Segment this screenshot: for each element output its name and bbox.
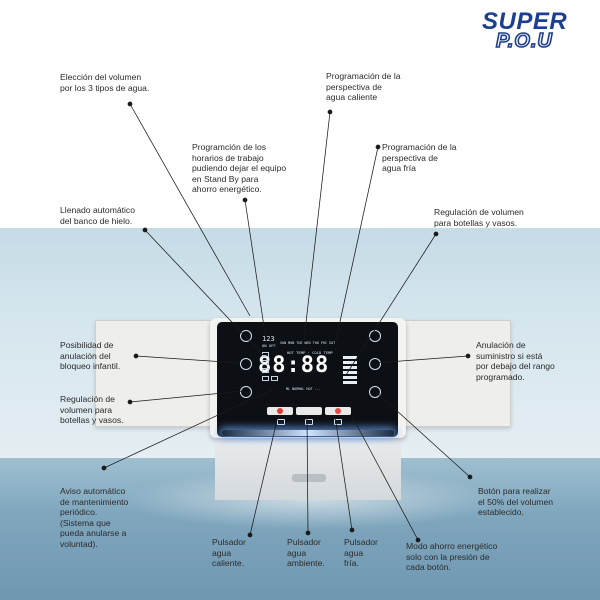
callout-boton-50: Botón para realizar el 50% del volumen e… [478,486,554,518]
leader-dot [467,474,473,480]
display-modes: HOT TEMP · COLD TEMP [287,350,333,355]
display-counter-sub: ON OFF [262,343,276,348]
leader-dot [101,465,107,471]
lock-left-icon[interactable] [240,330,252,342]
logo-text-pou: P.O.U [495,29,553,53]
volume-icon[interactable] [240,386,252,398]
leader-dot [127,101,133,107]
display-counter: 123 [262,335,275,343]
leader-line [135,355,241,364]
callout-pulsador-caliente: Pulsador agua caliente. [212,537,246,569]
led-light-bar [222,430,394,436]
callout-pulsador-fria: Pulsador agua fría. [344,537,378,569]
callout-regulacion-volumen-izquierda: Regulación de volumen para botellas y va… [60,394,124,426]
callout-prog-caliente: Programación de la perspectiva de agua c… [326,71,401,103]
level-bar [343,381,357,384]
logo-text-super: SUPER [482,8,568,35]
callout-prog-horarios: Programción de los horarios de trabajo p… [192,142,287,195]
level-bar [343,361,357,364]
leader-dot [415,537,421,543]
leader-dot [305,530,311,536]
callout-bloqueo-infantil: Posibilidad de anulación del bloqueo inf… [60,340,121,372]
power-icon[interactable] [369,330,381,342]
level-bar [343,371,357,374]
cold-cup-icon [334,419,342,425]
level-bar [343,366,357,369]
leader-dot [142,227,148,233]
leader-line [345,233,437,376]
callout-anulacion-suministro: Anulación de suministro si está por deba… [476,340,555,382]
leader-dot [327,109,333,115]
leader-line [103,389,273,469]
leader-line [303,111,331,341]
display-time: 88:88 [258,353,330,378]
drip-tray [292,474,326,482]
leader-line [374,355,469,364]
leader-dot [133,353,139,359]
leader-dot [127,399,133,405]
level-bar [343,356,357,359]
lock-right-icon[interactable] [369,358,381,370]
cold-water-button[interactable] [325,407,351,415]
cup-icon [262,368,269,373]
settings-icon [271,376,278,381]
leader-line [249,415,279,536]
callout-regulacion-volumen-derecha: Regulación de volumen para botellas y va… [434,207,524,228]
leader-line [351,415,419,541]
callout-aviso-mantenimiento: Aviso automático de mantenimiento periód… [60,486,129,549]
callout-pulsador-ambiente: Pulsador agua ambiente. [287,537,325,569]
leader-line [144,229,264,356]
leader-line [129,103,251,317]
leader-line [129,390,245,403]
ambient-cup-icon [305,419,313,425]
leader-dot [433,231,439,237]
hot-water-button[interactable] [267,407,293,415]
ambient-water-button[interactable] [296,407,322,415]
hot-cup-icon [277,419,285,425]
timer-icon[interactable] [240,358,252,370]
callout-eleccion-volumen: Elección del volumen por los 3 tipos de … [60,72,150,93]
leader-line [374,390,471,478]
display-bottom-row: ML NORMAL HOT ... [286,387,321,391]
callout-llenado-hielo: Llenado automático del banco de hielo. [60,205,136,226]
callout-prog-fria: Programación de la perspectiva de agua f… [382,142,457,174]
filter-icon [262,376,269,381]
leader-dot [375,144,381,150]
leader-dot [349,527,355,533]
background-white [0,0,600,228]
leader-line [306,415,309,534]
half-volume-icon[interactable] [369,386,381,398]
leader-line [334,415,353,531]
leader-line [244,199,267,341]
leader-dot [242,197,248,203]
leader-line [335,146,379,341]
display-days: SUN MON TUE WED THU FRI SAT [280,341,336,345]
brand-logo: SUPER P.O.U [482,8,588,54]
callout-modo-ahorro: Modo ahorro energético solo con la presi… [406,541,498,573]
bottle-icon [262,360,269,365]
leader-dot [247,532,253,538]
leader-dot [465,353,471,359]
level-bar [343,376,357,379]
